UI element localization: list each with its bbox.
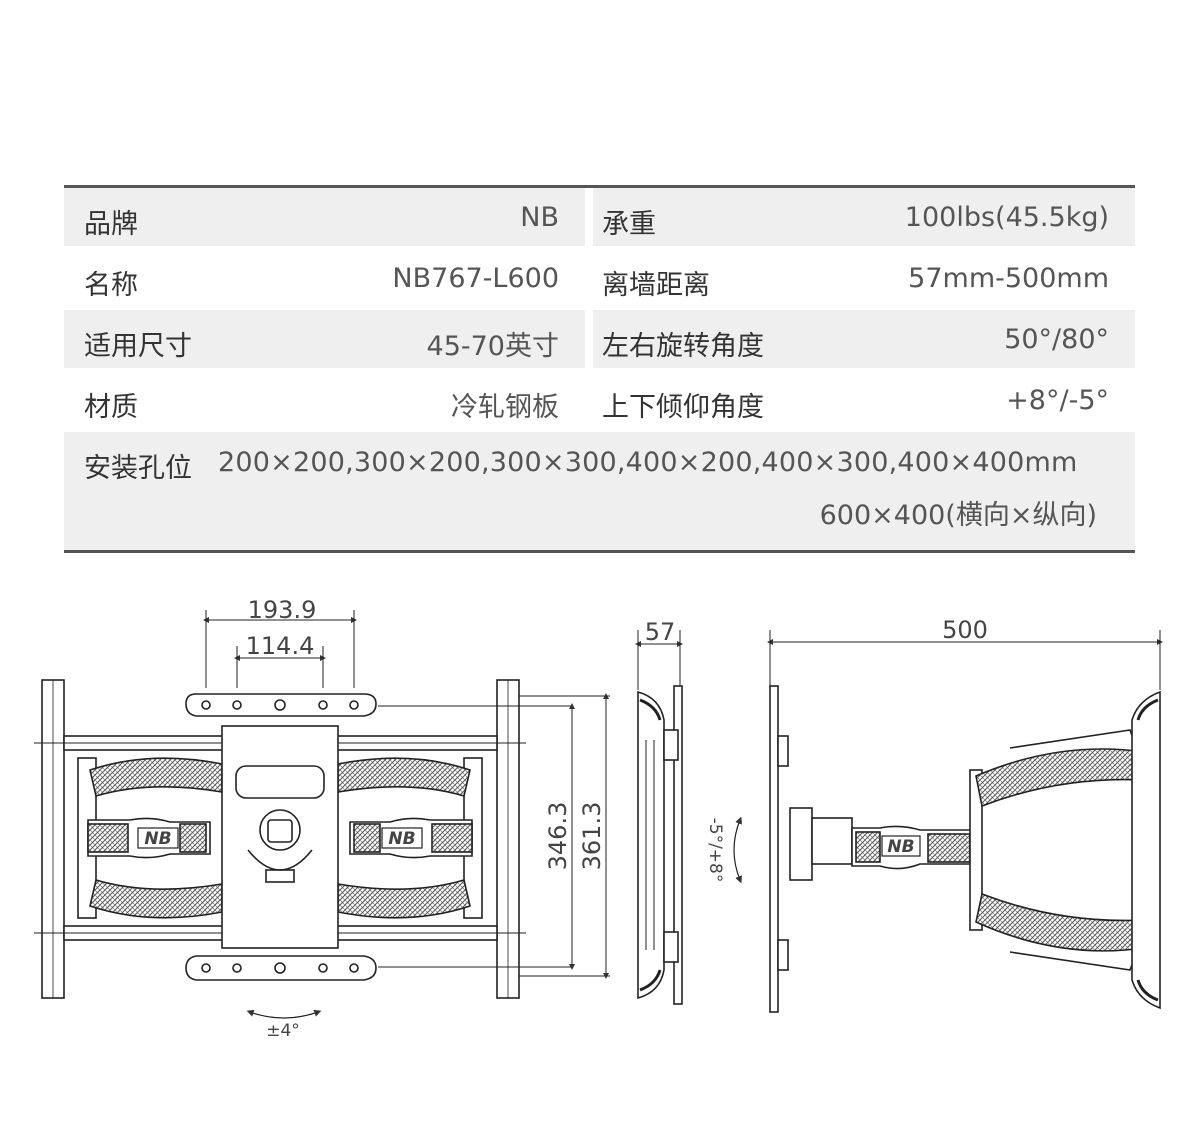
side-view-retracted: 57 <box>635 618 683 1005</box>
side-view-extended: 500 NB <box>767 616 1163 1013</box>
left-vertical-rail <box>41 679 65 999</box>
tilt-indicator: -5°/+8° <box>705 816 743 884</box>
rotation-indicator: ±4° <box>246 1009 322 1041</box>
spec-value: 50°/80° <box>1004 324 1109 355</box>
nb-logo-right: NB <box>381 827 423 849</box>
right-vertical-rail <box>496 679 520 999</box>
upper-left-arm <box>89 757 223 798</box>
dim-114-4: 114.4 <box>234 632 326 688</box>
spec-row-material: 材质 冷轧钢板 上下倾仰角度 +8°/-5° <box>64 371 1135 429</box>
spec-label: 上下倾仰角度 <box>602 392 764 423</box>
spec-value: NB767-L600 <box>392 263 559 294</box>
spec-row-name: 名称 NB767-L600 离墙距离 57mm-500mm <box>64 249 1135 307</box>
tilt-label: -5°/+8° <box>705 818 725 883</box>
upper-right-arm <box>337 757 471 798</box>
svg-text:NB: NB <box>887 837 914 857</box>
lower-left-arm <box>89 878 223 919</box>
dim-193-9: 193.9 <box>203 596 357 688</box>
front-height-inner-label: 346.3 <box>544 802 572 871</box>
spec-label: 左右旋转角度 <box>602 331 764 362</box>
front-height-outer-label: 361.3 <box>578 802 606 871</box>
svg-text:NB: NB <box>388 829 415 849</box>
install-holes-line1: 200×200,300×200,300×300,400×200,400×300,… <box>218 447 1078 478</box>
nb-logo-left: NB <box>137 827 179 849</box>
spec-label: 安装孔位 <box>84 453 192 484</box>
wall-bracket <box>1131 690 1161 1010</box>
spec-value: 冷轧钢板 <box>451 392 559 423</box>
drawing-svg: 193.9 114.4 <box>34 596 1163 1041</box>
spec-value: NB <box>520 202 559 233</box>
side-depth-min-label: 57 <box>645 618 676 646</box>
side-depth-max-label: 500 <box>942 616 988 644</box>
spec-row-install-holes: 安装孔位 200×200,300×200,300×300,400×200,400… <box>64 432 1135 550</box>
table-bottom-rule <box>64 550 1135 553</box>
front-width-outer-label: 193.9 <box>248 596 317 624</box>
spec-row-size: 适用尺寸 45-70英寸 左右旋转角度 50°/80° <box>64 310 1135 368</box>
spec-value: +8°/-5° <box>1006 385 1109 416</box>
lower-right-arm <box>337 878 471 919</box>
tv-plate <box>769 685 779 1013</box>
dim-346-3: 346.3 <box>378 703 575 970</box>
top-hook-plate <box>185 693 377 717</box>
spec-row-brand: 品牌 NB 承重 100lbs(45.5kg) <box>64 188 1135 246</box>
dim-361-3: 361.3 <box>519 693 610 979</box>
spec-value: 57mm-500mm <box>908 263 1109 294</box>
dim-500: 500 <box>767 616 1163 690</box>
spec-label: 离墙距离 <box>602 270 710 301</box>
rotate-label: ±4° <box>266 1021 300 1041</box>
install-holes-line2: 600×400(横向×纵向) <box>819 500 1097 531</box>
technical-drawing: 193.9 114.4 <box>0 580 1200 1080</box>
dim-57: 57 <box>635 618 683 690</box>
bottom-hook-plate <box>185 955 377 981</box>
spec-label: 承重 <box>602 209 656 240</box>
spec-label: 材质 <box>84 392 138 423</box>
lower-link-arm <box>975 892 1145 952</box>
upper-link-arm <box>975 748 1145 808</box>
spec-label: 品牌 <box>84 209 138 240</box>
nb-logo-side: NB <box>881 835 921 857</box>
spec-value: 100lbs(45.5kg) <box>904 202 1109 233</box>
spec-value: 45-70英寸 <box>426 331 559 362</box>
spec-label: 名称 <box>84 270 138 301</box>
table-top-rule <box>64 185 1135 188</box>
front-width-inner-label: 114.4 <box>246 632 315 660</box>
front-view: 193.9 114.4 <box>34 596 610 1041</box>
svg-text:NB: NB <box>144 829 171 849</box>
spec-label: 适用尺寸 <box>84 331 192 362</box>
